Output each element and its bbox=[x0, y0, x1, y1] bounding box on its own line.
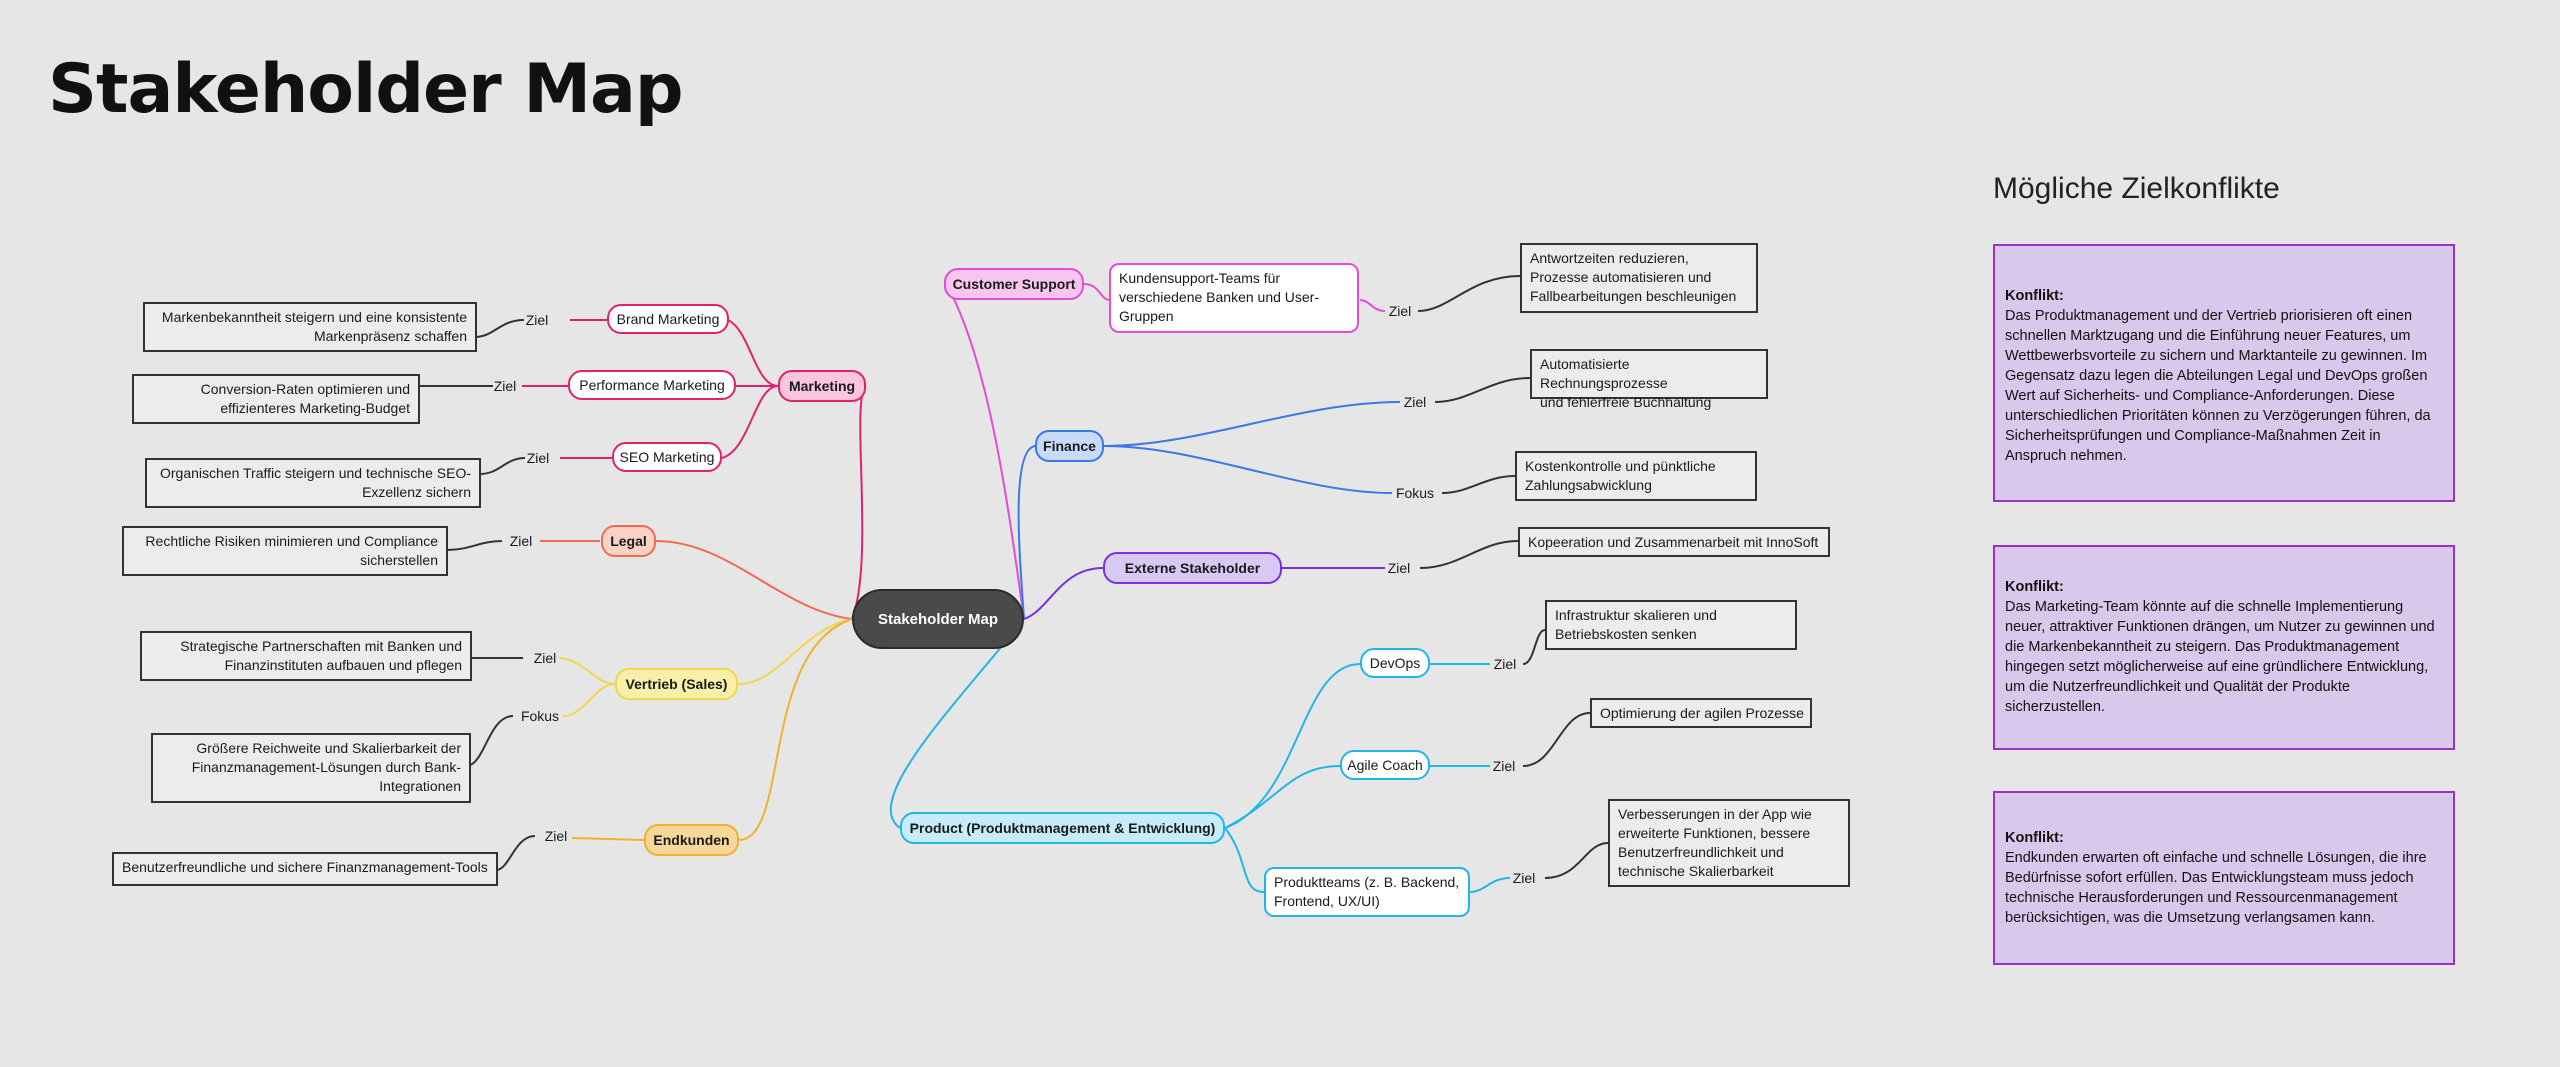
legal-ziel-box: Rechtliche Risiken minimieren und Compli… bbox=[122, 526, 448, 576]
finance-fokus-label: Fokus bbox=[1395, 485, 1435, 501]
endkunden-ziel-label: Ziel bbox=[544, 828, 568, 844]
product-node[interactable]: Product (Produktmanagement & Entwicklung… bbox=[900, 812, 1225, 844]
customer-support-ziel-box: Antwortzeiten reduzieren, Prozesse autom… bbox=[1520, 243, 1758, 313]
brand-ziel-box: Markenbekanntheit steigern und eine kons… bbox=[143, 302, 477, 352]
konflikt-card-2: Konflikt: Das Marketing-Team könnte auf … bbox=[1993, 545, 2455, 750]
konflikt-text: Endkunden erwarten oft einfache und schn… bbox=[2005, 850, 2427, 926]
finance-ziel-label: Ziel bbox=[1403, 394, 1427, 410]
seo-ziel-box: Organischen Traffic steigern und technis… bbox=[145, 458, 481, 508]
devops-ziel-label: Ziel bbox=[1493, 656, 1517, 672]
brand-ziel-label: Ziel bbox=[525, 312, 549, 328]
devops-node[interactable]: DevOps bbox=[1360, 648, 1430, 678]
page-title: Stakeholder Map bbox=[48, 50, 684, 129]
endkunden-node[interactable]: Endkunden bbox=[644, 824, 739, 856]
legal-ziel-label: Ziel bbox=[509, 533, 533, 549]
endkunden-ziel-box: Benutzerfreundliche und sichere Finanzma… bbox=[112, 852, 498, 886]
vertrieb-fokus-box: Größere Reichweite und Skalierbarkeit de… bbox=[151, 733, 471, 803]
vertrieb-edges bbox=[559, 618, 853, 717]
performance-ziel-box: Conversion-Raten optimieren und effizien… bbox=[132, 374, 420, 424]
konflikt-title: Konflikt: bbox=[2005, 288, 2064, 304]
customer-support-node[interactable]: Customer Support bbox=[944, 268, 1084, 300]
externe-ziel-box: Kopeeration und Zusammenarbeit mit InnoS… bbox=[1518, 527, 1830, 557]
konflikt-title: Konflikt: bbox=[2005, 579, 2064, 595]
central-node[interactable]: Stakeholder Map bbox=[852, 589, 1024, 649]
customer-support-ziel-label: Ziel bbox=[1388, 303, 1412, 319]
customer-support-edges bbox=[945, 283, 1386, 620]
konflikt-text: Das Produktmanagement und der Vertrieb p… bbox=[2005, 308, 2431, 464]
agile-ziel-box: Optimierung der agilen Prozesse bbox=[1590, 698, 1812, 728]
performance-marketing-node[interactable]: Performance Marketing bbox=[568, 370, 736, 400]
konflikt-card-3: Konflikt: Endkunden erwarten oft einfach… bbox=[1993, 791, 2455, 965]
finance-node[interactable]: Finance bbox=[1035, 430, 1104, 462]
externe-ziel-label: Ziel bbox=[1387, 560, 1411, 576]
performance-ziel-label: Ziel bbox=[493, 378, 517, 394]
legal-edges bbox=[540, 540, 853, 620]
seo-ziel-label: Ziel bbox=[526, 450, 550, 466]
legal-node[interactable]: Legal bbox=[601, 525, 656, 557]
marketing-node[interactable]: Marketing bbox=[778, 370, 866, 402]
finance-ziel-box: Automatisierte Rechnungsprozesse und feh… bbox=[1530, 349, 1768, 410]
finance-edges bbox=[1017, 401, 1401, 620]
vertrieb-fokus-label: Fokus bbox=[520, 708, 560, 724]
produktteams-ziel-label: Ziel bbox=[1512, 870, 1536, 886]
konflikte-heading: Mögliche Zielkonflikte bbox=[1993, 172, 2280, 205]
agile-coach-node[interactable]: Agile Coach bbox=[1340, 750, 1430, 780]
endkunden-edges bbox=[571, 618, 853, 841]
ziel-connectors bbox=[420, 275, 1609, 879]
finance-fokus-box: Kostenkontrolle und pünktliche Zahlungsa… bbox=[1515, 451, 1757, 501]
seo-marketing-node[interactable]: SEO Marketing bbox=[612, 442, 722, 472]
konflikt-text: Das Marketing-Team könnte auf die schnel… bbox=[2005, 599, 2435, 715]
konflikt-card-1: Konflikt: Das Produktmanagement und der … bbox=[1993, 244, 2455, 502]
externe-edges bbox=[1023, 567, 1385, 620]
produktteams-ziel-box: Verbesserungen in der App wie erweiterte… bbox=[1608, 799, 1850, 887]
vertrieb-ziel-label: Ziel bbox=[533, 650, 557, 666]
externe-stakeholder-node[interactable]: Externe Stakeholder bbox=[1103, 552, 1282, 584]
vertrieb-node[interactable]: Vertrieb (Sales) bbox=[615, 668, 738, 700]
konflikt-title: Konflikt: bbox=[2005, 830, 2064, 846]
devops-ziel-box: Infrastruktur skalieren und Betriebskost… bbox=[1545, 600, 1797, 650]
customer-support-sub-node[interactable]: Kundensupport-Teams für verschiedene Ban… bbox=[1109, 263, 1359, 333]
vertrieb-ziel-box: Strategische Partnerschaften mit Banken … bbox=[140, 631, 472, 681]
product-edges bbox=[889, 618, 1511, 893]
brand-marketing-node[interactable]: Brand Marketing bbox=[607, 304, 729, 334]
agile-ziel-label: Ziel bbox=[1492, 758, 1516, 774]
produktteams-node[interactable]: Produktteams (z. B. Backend, Frontend, U… bbox=[1264, 867, 1470, 917]
